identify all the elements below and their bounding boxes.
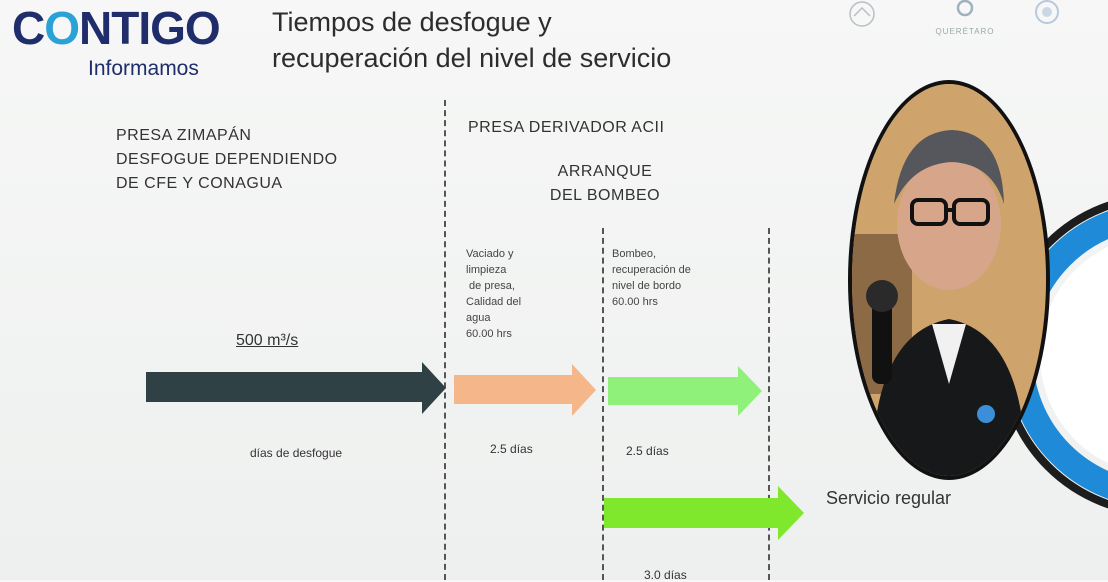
dias-bombeo-label: 2.5 días — [626, 444, 669, 458]
vaciado-line: agua — [466, 310, 521, 326]
servicio-regular-label: Servicio regular — [826, 488, 951, 509]
vaciado-line: limpieza — [466, 262, 521, 278]
arranque-label: ARRANQUE DEL BOMBEO — [500, 160, 710, 208]
zimapan-line-3: DE CFE Y CONAGUA — [116, 172, 338, 196]
logo-rest: NTIGO — [79, 2, 220, 54]
zimapan-line-1: PRESA ZIMAPÁN — [116, 124, 338, 148]
vaciado-line: Calidad del — [466, 294, 521, 310]
logo-subtitle: Informamos — [88, 58, 199, 80]
divider-1 — [444, 100, 446, 580]
bombeo-line: 60.00 hrs — [612, 294, 691, 310]
speaker-photo — [848, 80, 1050, 480]
title-line-1: Tiempos de desfogue y — [272, 4, 671, 40]
bombeo-note: Bombeo, recuperación de nivel de bordo 6… — [612, 246, 691, 310]
derivador-title: PRESA DERIVADOR ACII — [468, 116, 664, 140]
logo-letter-o: O — [44, 2, 79, 54]
dias-desfogue-label: días de desfogue — [250, 446, 342, 460]
servicio-arrow — [604, 486, 806, 540]
queretaro-logo-text: QUERÉTARO — [930, 27, 1000, 36]
slide-title: Tiempos de desfogue y recuperación del n… — [272, 4, 671, 76]
logo-letter-c: C — [12, 2, 44, 54]
vaciado-line: 60.00 hrs — [466, 326, 521, 342]
bombeo-arrow — [608, 366, 764, 416]
vaciado-arrow — [454, 364, 598, 416]
title-line-2: recuperación del nivel de servicio — [272, 40, 671, 76]
contigo-logo: CONTIGO — [12, 4, 220, 52]
arranque-line-2: DEL BOMBEO — [500, 184, 710, 208]
vaciado-line: Vaciado y — [466, 246, 521, 262]
seal-icon — [842, 0, 882, 30]
cea-logo-icon — [1024, 0, 1070, 34]
zimapan-line-2: DESFOGUE DEPENDIENDO — [116, 148, 338, 172]
vaciado-line: de presa, — [466, 278, 521, 294]
flow-rate-label: 500 m³/s — [236, 332, 298, 350]
zimapan-label: PRESA ZIMAPÁN DESFOGUE DEPENDIENDO DE CF… — [116, 124, 338, 196]
desfogue-arrow — [146, 362, 448, 416]
arranque-line-1: ARRANQUE — [500, 160, 710, 184]
dias-vaciado-label: 2.5 días — [490, 442, 533, 456]
bombeo-line: Bombeo, — [612, 246, 691, 262]
bombeo-line: recuperación de — [612, 262, 691, 278]
vaciado-note: Vaciado y limpieza de presa, Calidad del… — [466, 246, 521, 342]
queretaro-logo: QUERÉTARO — [930, 0, 1000, 40]
bombeo-line: nivel de bordo — [612, 278, 691, 294]
